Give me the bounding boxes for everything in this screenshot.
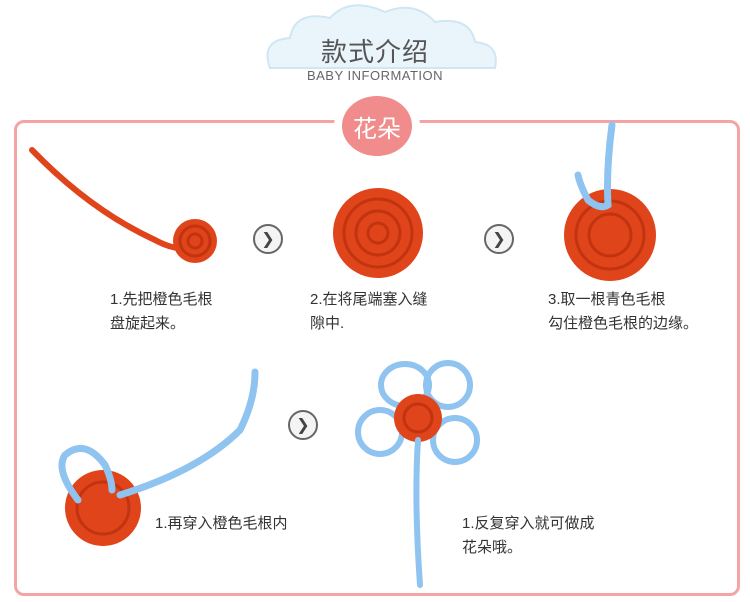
step-2-line1: 2.在将尾端塞入缝 xyxy=(310,291,428,308)
step-5-line2: 花朵哦。 xyxy=(462,539,523,556)
step-2-line2: 隙中. xyxy=(310,315,345,332)
step-3-text: 3.取一根青色毛根 勾住橙色毛根的边缘。 xyxy=(548,288,698,336)
section-badge: 花朵 xyxy=(342,96,412,156)
step-4-line1: 1.再穿入橙色毛根内 xyxy=(155,515,288,532)
step-1-line1: 1.先把橙色毛根 xyxy=(110,291,213,308)
step-1-line2: 盘旋起来。 xyxy=(110,315,186,332)
step-2-text: 2.在将尾端塞入缝 隙中. xyxy=(310,288,428,336)
step-5-text: 1.反复穿入就可做成 花朵哦。 xyxy=(462,512,595,560)
step1-illustration xyxy=(29,147,217,263)
step-3-line1: 3.取一根青色毛根 xyxy=(548,291,666,308)
chevron-right-icon: ❯ xyxy=(253,224,283,254)
step-4-text: 1.再穿入橙色毛根内 xyxy=(155,512,288,536)
chevron-right-icon: ❯ xyxy=(288,410,318,440)
step-3-line2: 勾住橙色毛根的边缘。 xyxy=(548,315,699,332)
step5-illustration xyxy=(355,360,480,588)
chevron-right-icon: ❯ xyxy=(484,224,514,254)
step2-illustration xyxy=(333,188,423,278)
step3-illustration xyxy=(564,121,656,281)
step4-illustration xyxy=(58,368,259,546)
page-title: 款式介绍 xyxy=(320,37,429,67)
page-subtitle: BABY INFORMATION xyxy=(306,68,444,83)
cloud-decoration xyxy=(266,4,497,69)
step-1-text: 1.先把橙色毛根 盘旋起来。 xyxy=(110,288,213,336)
step-5-line1: 1.反复穿入就可做成 xyxy=(462,515,595,532)
